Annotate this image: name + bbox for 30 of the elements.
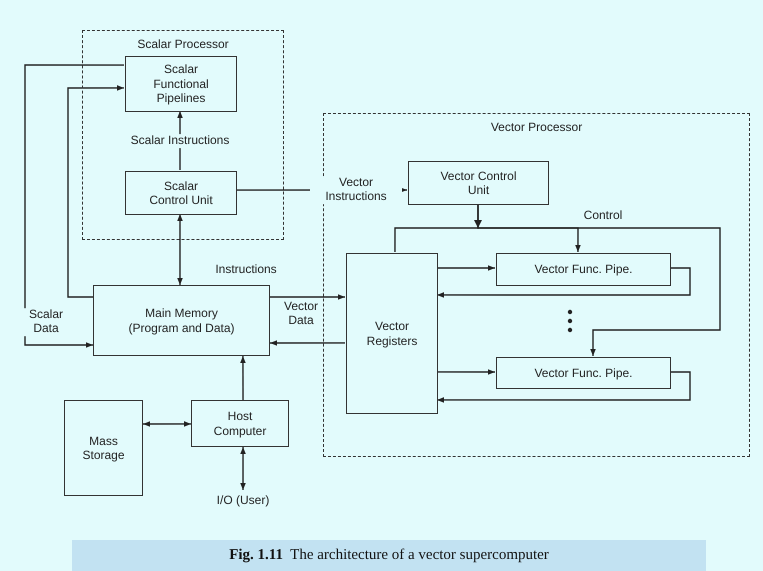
arrow xyxy=(24,64,124,348)
pipeline-box: Vector Func. Pipe. xyxy=(496,253,671,286)
process-box: Scalar Functional Pipelines xyxy=(125,56,237,112)
process-box: Vector Control Unit xyxy=(408,161,549,205)
edge-label: Scalar Instructions xyxy=(130,134,230,148)
arrow xyxy=(437,267,691,298)
figure-caption: Fig. 1.11 The architecture of a vector supercomputer xyxy=(72,540,706,571)
edge-label: Vector Instructions xyxy=(310,176,402,204)
process-box: Scalar Control Unit xyxy=(125,171,237,215)
process-box: Host Computer xyxy=(191,400,289,447)
storage-box: Mass Storage xyxy=(64,400,143,496)
dashed-group-frame xyxy=(323,113,750,457)
arrow xyxy=(177,214,183,285)
io-label: I/O (User) xyxy=(203,490,283,510)
dashed-group-frame xyxy=(82,30,284,240)
register-box: Vector Registers xyxy=(346,253,438,414)
arrow xyxy=(67,85,124,298)
memory-box: Main Memory (Program and Data) xyxy=(93,285,270,356)
arrow xyxy=(143,421,191,427)
arrow xyxy=(270,340,345,346)
arrow xyxy=(437,371,691,403)
group-title: Vector Processor xyxy=(490,120,584,134)
arrow xyxy=(240,356,246,400)
arrow xyxy=(240,447,246,490)
pipeline-box: Vector Func. Pipe. xyxy=(496,357,671,389)
arrow xyxy=(437,369,495,375)
arrow xyxy=(437,265,495,271)
arrow xyxy=(270,294,345,300)
arrow xyxy=(477,204,721,356)
group-title: Scalar Processor xyxy=(136,37,230,51)
